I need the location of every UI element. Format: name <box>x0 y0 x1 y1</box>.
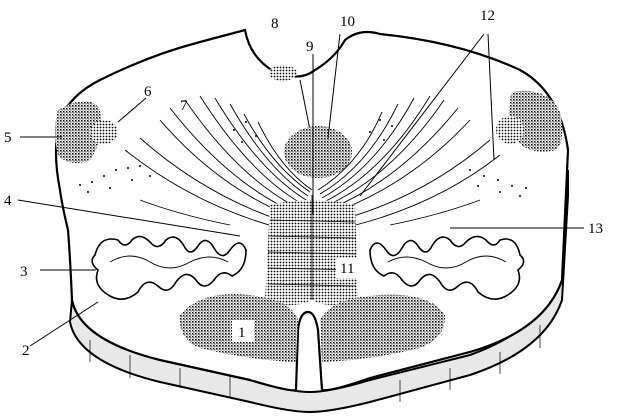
label-11: 11 <box>340 261 354 277</box>
label-9: 9 <box>306 39 314 55</box>
label-2: 2 <box>22 343 30 359</box>
label-7: 7 <box>180 98 188 114</box>
label-10: 10 <box>340 14 355 30</box>
label-4: 4 <box>4 193 12 209</box>
raphe-lines <box>267 195 357 300</box>
label-1-box <box>232 320 254 342</box>
region-12-dots <box>496 116 524 144</box>
label-11-box <box>336 258 362 278</box>
region-5 <box>55 101 101 164</box>
label-13: 13 <box>588 221 603 237</box>
region-6 <box>90 120 118 144</box>
dot-bands <box>79 119 527 197</box>
region-10 <box>284 126 352 178</box>
label-3: 3 <box>20 264 28 280</box>
label-12: 12 <box>480 8 495 24</box>
pyramid-right <box>320 294 446 362</box>
label-5: 5 <box>4 130 12 146</box>
olive-fibers-right <box>389 199 481 226</box>
olive-fibers-left <box>139 199 231 226</box>
region-8 <box>269 65 297 81</box>
label-8: 8 <box>271 16 279 32</box>
label-1: 1 <box>238 325 246 341</box>
olive-left-inner <box>109 255 229 269</box>
olive-right-inner <box>387 255 507 269</box>
label-6: 6 <box>144 84 152 100</box>
leader-lines <box>17 33 584 347</box>
region-11 <box>265 200 358 305</box>
